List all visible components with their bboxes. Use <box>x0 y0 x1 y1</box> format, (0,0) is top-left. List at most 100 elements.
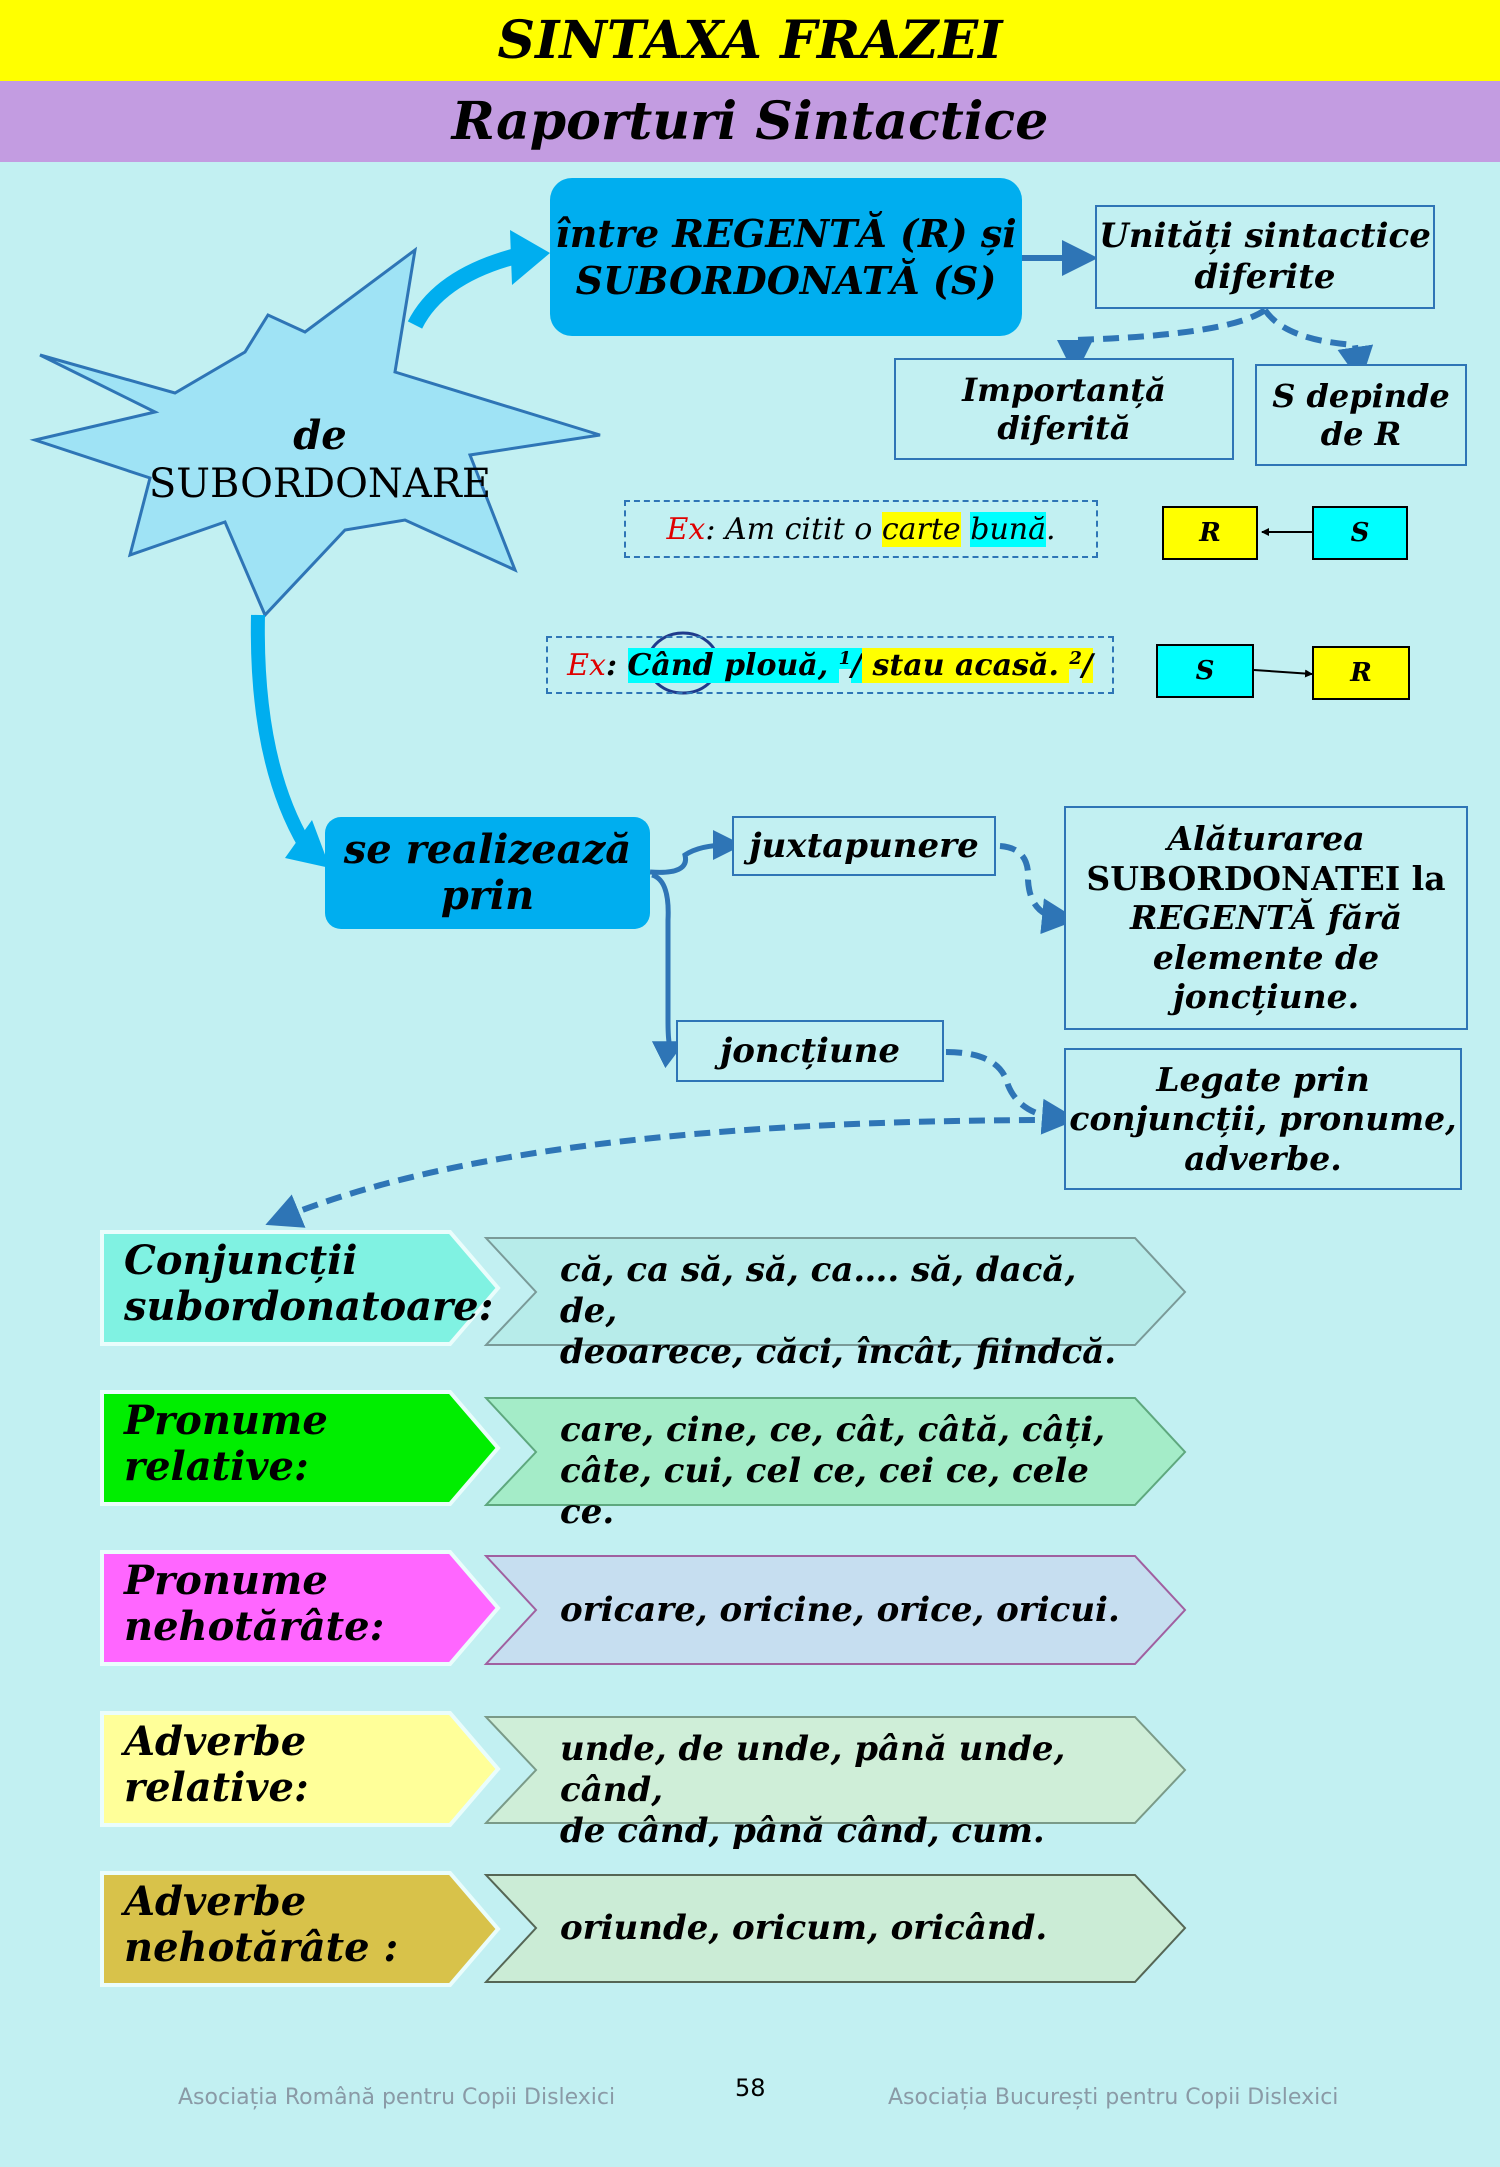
example2-word2: plouă, <box>713 647 839 683</box>
junction-desc-3: adverbe. <box>1184 1138 1342 1178</box>
junction-desc-box: Legate prin conjuncții, pronume, adverbe… <box>1064 1048 1462 1190</box>
example2-sup1: 1 <box>838 647 852 669</box>
category-2-label: Pronume relative: <box>124 1398 484 1490</box>
arrow-star-to-realization <box>250 614 312 849</box>
category-4-items: unde, de unde, până unde, când, de când,… <box>560 1729 1140 1851</box>
subtitle-bar: Raporturi Sintactice <box>0 81 1500 162</box>
juxta-desc-5: joncțiune. <box>1172 977 1360 1017</box>
example2-word1: Când <box>627 647 714 683</box>
category-3-items: oricare, oricine, orice, oricui. <box>560 1590 1140 1631</box>
page-title: SINTAXA FRAZEI <box>497 10 1003 71</box>
arrow-to-juxta <box>649 830 743 875</box>
importance-line2: diferită <box>997 409 1131 447</box>
depends-line1: S depinde <box>1272 376 1450 415</box>
dash-units-to-depends <box>1262 308 1374 383</box>
title-bar: SINTAXA FRAZEI <box>0 0 1500 81</box>
importance-box: Importanță diferită <box>894 358 1234 460</box>
category-5-items-line1: oriunde, oricum, oricând. <box>560 1908 1048 1948</box>
category-3-label-line1: Pronume <box>124 1557 328 1604</box>
relation-line2: SUBORDONATĂ (S) <box>575 258 997 303</box>
star-line1: de <box>293 412 347 459</box>
junction-label: joncțiune <box>719 1031 901 1071</box>
category-1-items-line1: că, ca să, să, ca…. să, dacă, de, <box>560 1250 1077 1331</box>
page-number: 58 <box>735 2074 766 2102</box>
category-3-label: Pronume nehotărâte: <box>124 1558 484 1650</box>
category-1-label-line2: subordonatoare: <box>124 1283 494 1330</box>
relation-line1: între REGENTĂ (R) și <box>555 210 1017 256</box>
juxta-desc-1: Alăturarea <box>1167 819 1365 859</box>
page-subtitle: Raporturi Sintactice <box>451 91 1049 152</box>
units-line1: Unități sintactice <box>1099 216 1431 257</box>
units-line2: diferite <box>1194 257 1336 297</box>
category-4-label: Adverbe relative: <box>124 1719 484 1811</box>
footer-right: Asociația București pentru Copii Dislexi… <box>888 2085 1339 2110</box>
example2-slash2: / <box>1081 647 1093 683</box>
realization-box: se realizează prin <box>325 817 650 929</box>
juxta-desc-2: SUBORDONATEI la <box>1086 858 1446 898</box>
category-3-label-line2: nehotărâte: <box>124 1603 385 1650</box>
category-1-items-line2: deoarece, căci, încât, fiindcă. <box>560 1331 1117 1372</box>
category-5-items: oriunde, oricum, oricând. <box>560 1908 1140 1949</box>
category-4-label-line1: Adverbe <box>124 1718 307 1765</box>
example2-sup2: 2 <box>1069 647 1082 669</box>
arrowhead-relation <box>510 230 550 285</box>
arrow-star-to-relation <box>407 247 522 329</box>
units-box: Unități sintactice diferite <box>1095 205 1435 309</box>
category-4-items-line1: unde, de unde, până unde, când, <box>560 1729 1066 1810</box>
example2-words3: stau acasă. <box>862 647 1070 683</box>
category-2-label-line1: Pronume <box>124 1397 328 1444</box>
arrow-to-junction <box>651 872 686 1069</box>
star-line2: SUBORDONARE <box>148 461 492 507</box>
category-1-label-line1: Conjuncții <box>124 1237 358 1284</box>
star-burst <box>29 246 601 618</box>
example2-colon: : <box>605 647 628 683</box>
importance-line1: Importanță <box>962 370 1166 409</box>
footer-left: Asociația Română pentru Copii Dislexici <box>178 2085 616 2110</box>
dash-to-categories <box>265 1117 1061 1228</box>
junction-desc-2: conjuncții, pronume, <box>1069 1099 1457 1139</box>
example1-word2: bună <box>970 511 1046 547</box>
example2-slash1: / <box>851 647 863 683</box>
category-2-items-line2: câte, cui, cel ce, cei ce, cele ce. <box>560 1450 1089 1532</box>
example2-box: Ex: Când plouă, 1/ stau acasă. 2/ <box>546 636 1114 694</box>
category-3-items-line1: oricare, oricine, orice, oricui. <box>560 1590 1120 1630</box>
juxta-desc-box: Alăturarea SUBORDONATEI la REGENTĂ fără … <box>1064 806 1468 1030</box>
s-box-2: S <box>1156 644 1254 698</box>
category-5-label: Adverbe nehotărâte : <box>124 1879 484 1971</box>
category-2-label-line2: relative: <box>124 1443 309 1490</box>
juxta-desc-4: elemente de <box>1152 937 1380 977</box>
star-label: de SUBORDONARE <box>130 412 510 508</box>
dash-units-to-importance <box>1057 307 1267 376</box>
r-box-2: R <box>1312 646 1410 700</box>
category-2-items-line1: care, cine, ce, cât, câtă, câți, <box>560 1410 1106 1450</box>
juxta-desc-3: REGENTĂ fără <box>1129 898 1403 938</box>
example1-end: . <box>1045 511 1056 547</box>
category-1-label: Conjuncții subordonatoare: <box>124 1237 494 1330</box>
junction-box: joncțiune <box>676 1020 944 1082</box>
category-2-items: care, cine, ce, cât, câtă, câți, câte, c… <box>560 1410 1140 1532</box>
category-4-items-line2: de când, până când, cum. <box>560 1810 1045 1851</box>
category-5-label-line1: Adverbe <box>124 1878 307 1925</box>
example1-word1: carte <box>881 511 961 547</box>
realization-line2: prin <box>440 872 535 919</box>
example2-prefix: Ex <box>567 647 606 683</box>
category-shapes <box>100 1230 1187 1987</box>
arrowhead-realization <box>285 820 330 868</box>
juxta-label: juxtapunere <box>749 826 979 866</box>
depends-line2: de R <box>1320 415 1402 453</box>
juxta-box: juxtapunere <box>732 816 996 876</box>
example1-box: Ex: Am citit o carte bună. <box>624 500 1098 558</box>
dash-juxta-to-desc <box>999 843 1078 935</box>
r-box-1: R <box>1162 506 1258 560</box>
dash-junction-to-desc <box>945 1049 1078 1135</box>
realization-line1: se realizează <box>343 826 632 873</box>
s-box-1: S <box>1312 506 1408 560</box>
junction-desc-1: Legate prin <box>1156 1059 1370 1099</box>
depends-box: S depinde de R <box>1255 364 1467 466</box>
relation-box: între REGENTĂ (R) și SUBORDONATĂ (S) <box>550 178 1022 336</box>
category-1-items: că, ca să, să, ca…. să, dacă, de, deoare… <box>560 1250 1140 1372</box>
arrow-s-to-r-2 <box>1253 669 1313 678</box>
example1-prefix: Ex <box>666 511 706 547</box>
category-4-label-line2: relative: <box>124 1764 309 1811</box>
